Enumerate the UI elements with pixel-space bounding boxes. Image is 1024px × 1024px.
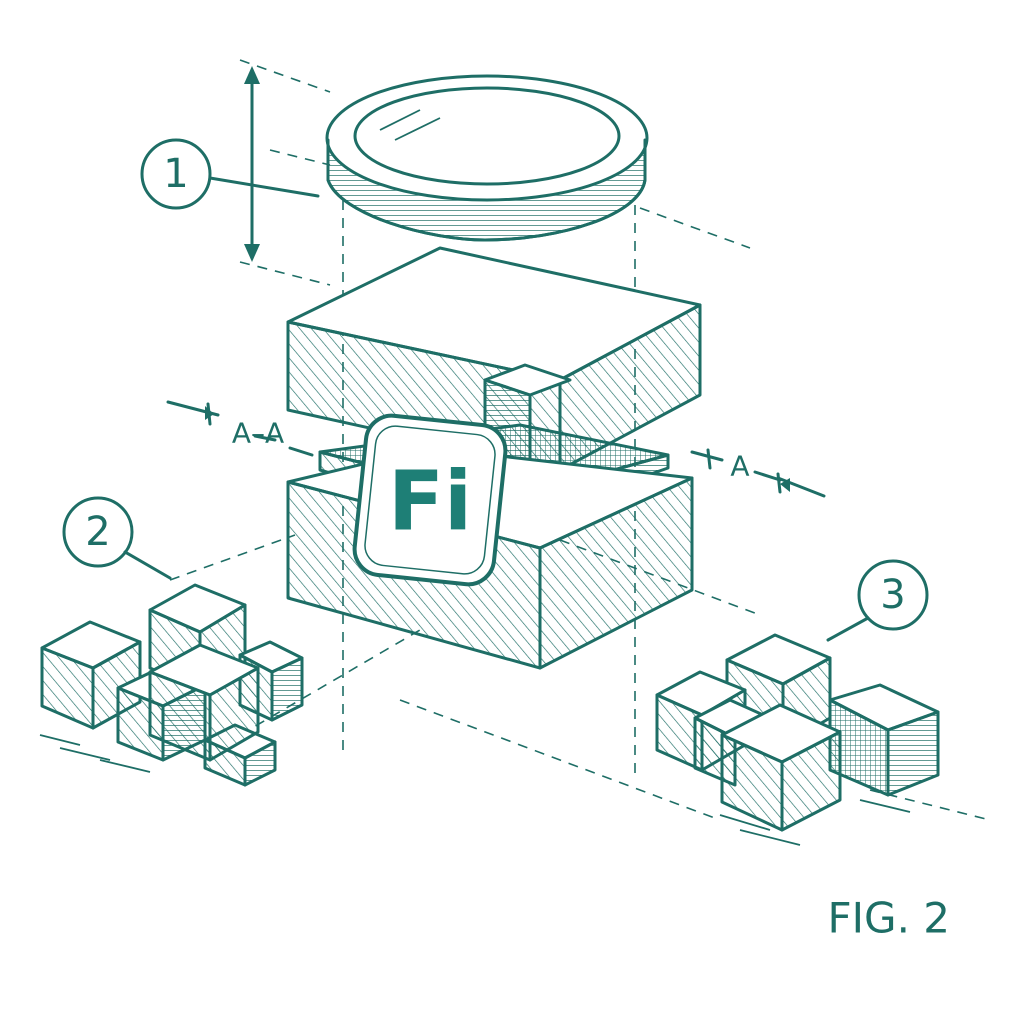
callout-3-number: 3 — [880, 572, 905, 618]
section-marker-right: A — [690, 448, 826, 498]
fi-logo-tile: Fi — [352, 413, 508, 587]
logo-text: Fi — [388, 455, 472, 550]
figure-caption: FIG. 2 — [827, 894, 950, 943]
section-marker-left: A–A — [166, 400, 314, 457]
section-label-right: A — [730, 450, 749, 483]
cube-cluster-right — [655, 633, 940, 846]
callout-1-number: 1 — [163, 151, 188, 197]
callout-2: 2 — [62, 496, 172, 580]
callout-2-number: 2 — [85, 509, 110, 555]
coin-disc — [325, 74, 649, 242]
section-label-left: A–A — [232, 417, 284, 450]
dimension-arrow — [244, 66, 260, 262]
callout-1: 1 — [140, 138, 320, 210]
cube-cluster-left — [39, 583, 304, 787]
callout-3: 3 — [826, 559, 929, 642]
